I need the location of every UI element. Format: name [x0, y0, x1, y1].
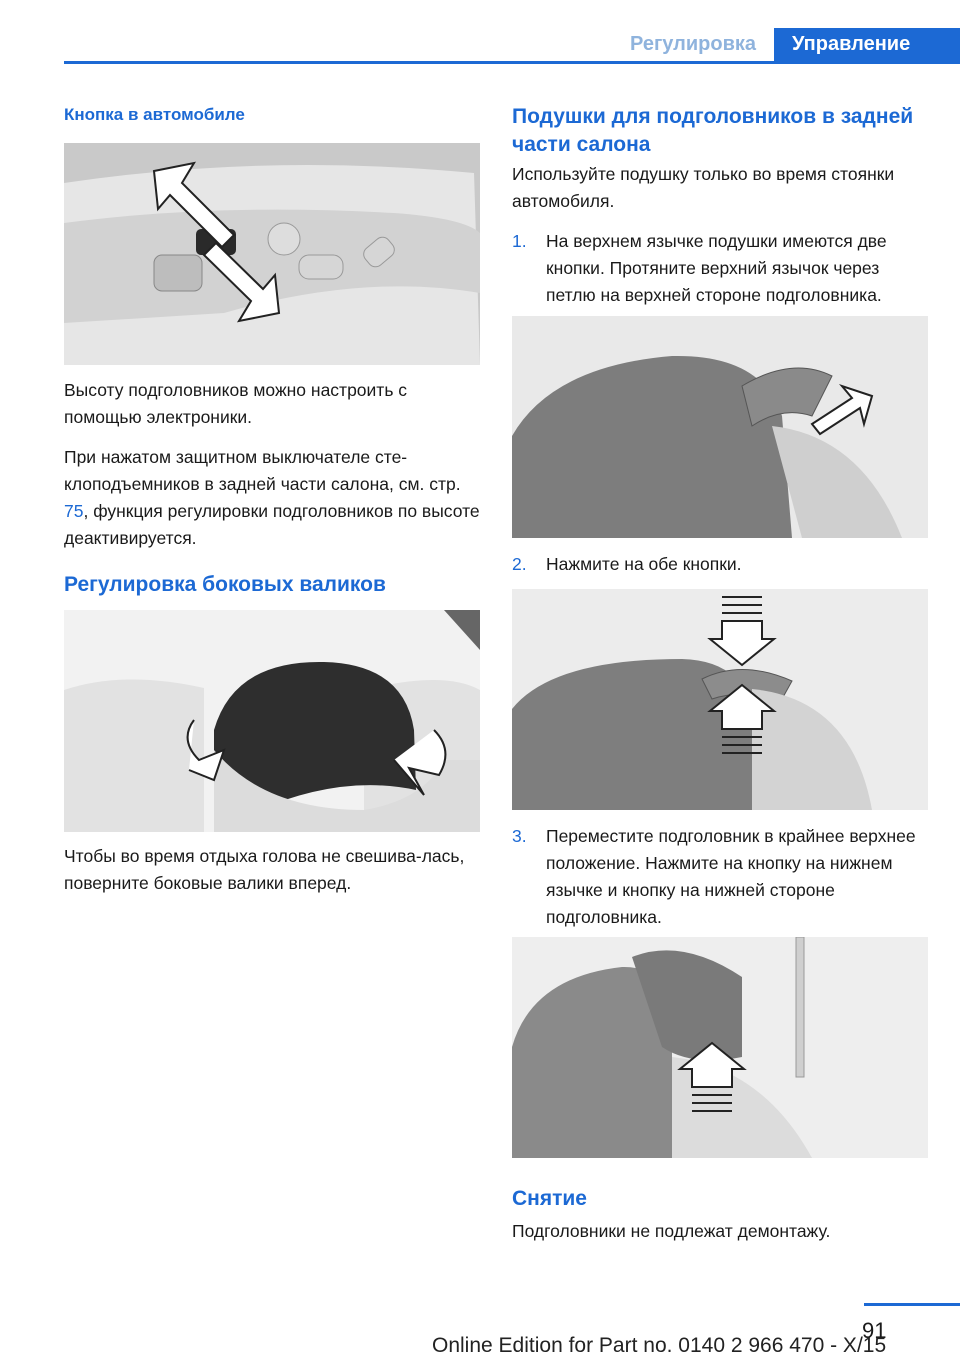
para-pillow-intro: Используйте подушку только во время стоя…	[512, 164, 895, 211]
footer-rule	[864, 1303, 960, 1306]
pillow-step1-illustration	[512, 316, 928, 538]
step-number: 3.	[512, 826, 527, 846]
step-1: 1. На верхнем язычке подушки имеются две …	[512, 228, 928, 309]
headrest-bolster-illustration	[64, 610, 480, 832]
step-number: 2.	[512, 554, 527, 574]
heading-rear-pillows: Подушки для подголовников в задней части…	[512, 105, 914, 156]
header-rule	[64, 61, 960, 64]
step-text: Переместите подголовник в крайнее верхне…	[546, 826, 916, 927]
step-text: На верхнем язычке подушки имеются две кн…	[546, 231, 887, 305]
pillow-step3-illustration	[512, 937, 928, 1158]
para-rotate-bolsters: Чтобы во время отдыха голова не свешива-…	[64, 846, 465, 893]
pillow-step2-illustration	[512, 589, 928, 810]
heading-side-bolsters: Регулировка боковых валиков	[64, 573, 386, 596]
page-number: 91	[862, 1318, 887, 1343]
step-text: Нажмите на обе кнопки.	[546, 554, 742, 574]
subhead-button-in-car: Кнопка в автомобиле	[64, 105, 245, 124]
step-number: 1.	[512, 231, 527, 251]
heading-removal: Снятие	[512, 1187, 587, 1210]
header-tab-upravlenie: Управление	[774, 28, 960, 62]
seat-button-illustration	[64, 143, 480, 365]
footer-edition: Online Edition for Part no. 0140 2 966 4…	[432, 1334, 887, 1357]
step-2: 2. Нажмите на обе кнопки.	[512, 551, 928, 578]
page-link-75[interactable]: 75	[64, 501, 84, 521]
header-tabs: Регулировка Управление	[612, 28, 960, 62]
header-tab-regulirovka: Регулировка	[629, 33, 756, 55]
para-removal: Подголовники не подлежат демонтажу.	[512, 1221, 831, 1241]
step-3: 3. Переместите подголовник в крайнее верх…	[512, 823, 928, 931]
para-height-electronic: Высоту подголовников можно настроить с п…	[64, 380, 408, 427]
para-window-switch: При нажатом защитном выключателе сте-кло…	[64, 447, 480, 548]
